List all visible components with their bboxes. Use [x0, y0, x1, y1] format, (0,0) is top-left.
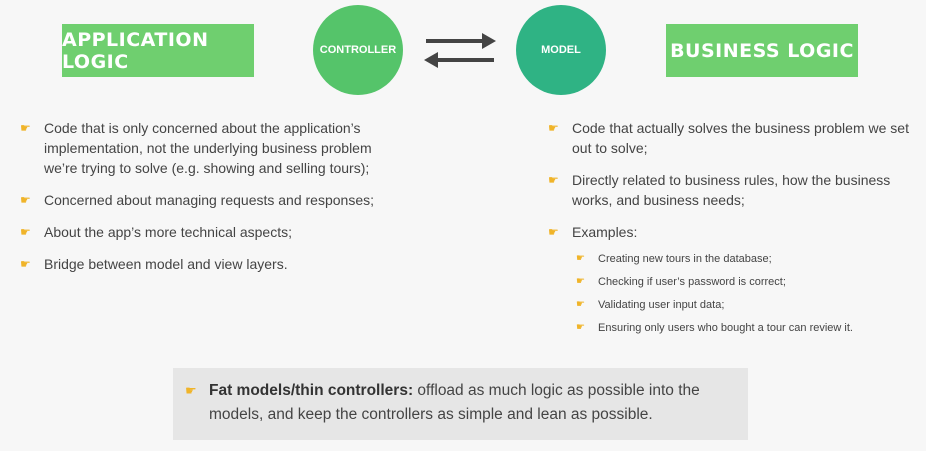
pointing-hand-icon: ☛ [576, 253, 585, 264]
pointing-hand-icon: ☛ [548, 225, 559, 239]
example-item: ☛Validating user input data; [576, 299, 725, 311]
example-item: ☛Creating new tours in the database; [576, 253, 772, 265]
application-logic-box: APPLICATION LOGIC [62, 24, 254, 77]
example-item: ☛Ensuring only users who bought a tour c… [576, 322, 853, 334]
list-item: ☛Examples: [548, 224, 638, 240]
list-item: ☛Bridge between model and view layers. [20, 256, 288, 272]
pointing-hand-icon: ☛ [576, 299, 585, 310]
list-item: ☛Code that actually solves the business … [548, 120, 909, 156]
list-item: ☛Code that is only concerned about the a… [20, 120, 372, 176]
pointing-hand-icon: ☛ [576, 322, 585, 333]
bidirectional-arrows-icon [424, 33, 496, 68]
example-item: ☛Checking if user’s password is correct; [576, 276, 786, 288]
business-logic-box: BUSINESS LOGIC [666, 24, 858, 77]
controller-label: CONTROLLER [319, 44, 397, 56]
examples-list: ☛Creating new tours in the database; ☛Ch… [548, 252, 918, 335]
model-circle: MODEL [516, 5, 606, 95]
pointing-hand-icon: ☛ [20, 121, 31, 135]
business-logic-title: BUSINESS LOGIC [670, 39, 854, 62]
pointing-hand-icon: ☛ [20, 257, 31, 271]
pointing-hand-icon: ☛ [185, 383, 197, 398]
fat-models-note: ☛ Fat models/thin controllers: offload a… [173, 368, 748, 440]
application-logic-list: ☛Code that is only concerned about the a… [20, 118, 380, 286]
pointing-hand-icon: ☛ [576, 276, 585, 287]
list-item: ☛Directly related to business rules, how… [548, 172, 891, 208]
model-label: MODEL [541, 44, 581, 56]
note-text: Fat models/thin controllers: offload as … [209, 379, 736, 427]
pointing-hand-icon: ☛ [20, 225, 31, 239]
list-item: ☛About the app’s more technical aspects; [20, 224, 293, 240]
business-logic-list: ☛Code that actually solves the business … [548, 118, 918, 344]
note-body: offload as much logic as possible into t… [209, 382, 700, 423]
application-logic-title: APPLICATION LOGIC [62, 28, 209, 73]
pointing-hand-icon: ☛ [548, 121, 559, 135]
controller-circle: CONTROLLER [313, 5, 403, 95]
pointing-hand-icon: ☛ [20, 193, 31, 207]
pointing-hand-icon: ☛ [548, 173, 559, 187]
list-item: ☛Concerned about managing requests and r… [20, 192, 374, 208]
note-bold: Fat models/thin controllers: [209, 382, 414, 399]
